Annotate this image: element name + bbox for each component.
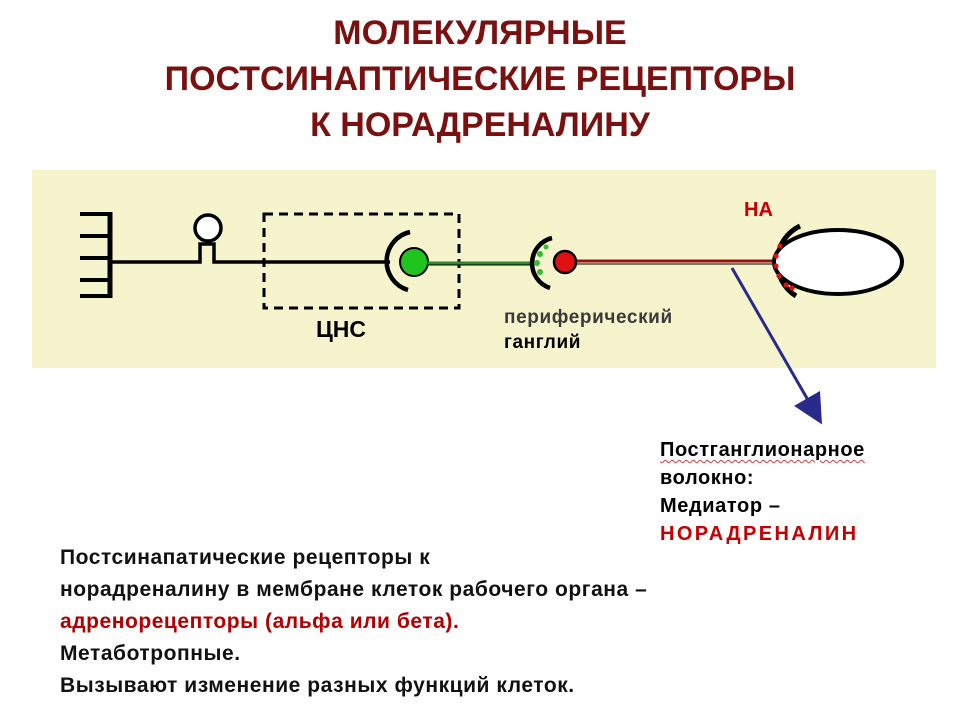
- annotation-arrow: [730, 267, 822, 425]
- ganglion-label-line-1: периферический: [504, 307, 673, 328]
- fiber-annotation-line-2: волокно:: [660, 467, 755, 489]
- receptor-comb: [80, 212, 113, 298]
- description-line-1: Постсинапатические рецепторы к: [60, 546, 431, 569]
- description-line-5: Вызывают изменение разных функций клеток…: [60, 674, 575, 697]
- effector-cell: [772, 223, 904, 299]
- ganglion-synapse: [529, 235, 578, 291]
- description-line-2: норадреналину в мембране клеток рабочего…: [60, 578, 648, 601]
- fiber-annotation-line-1: Постганглионарное: [660, 439, 865, 461]
- page-title: МОЛЕКУЛЯРНЫЕ ПОСТСИНАПТИЧЕСКИЕ РЕЦЕПТОРЫ…: [0, 10, 960, 148]
- ganglion-label: периферический ганглий: [504, 305, 673, 355]
- sensory-neuron-body: [193, 213, 223, 243]
- title-line-1: МОЛЕКУЛЯРНЫЕ: [333, 14, 627, 52]
- fiber-annotation: Постганглионарное волокно: Медиатор – НО…: [660, 436, 865, 548]
- description-line-4: Метаботропные.: [60, 642, 241, 665]
- afferent-fiber: [110, 213, 390, 264]
- fiber-annotation-line-4: НОРАДРЕНАЛИН: [660, 523, 859, 545]
- description-line-3: адренорецепторы (альфа или бета).: [60, 610, 460, 633]
- title-line-3: К НОРАДРЕНАЛИНУ: [310, 106, 650, 144]
- cns-box: [262, 212, 461, 310]
- cns-synapse: [384, 229, 429, 293]
- mediator-label: НА: [744, 199, 773, 221]
- ganglion-label-line-2: ганглий: [504, 332, 582, 353]
- title-line-2: ПОСТСИНАПТИЧЕСКИЕ РЕЦЕПТОРЫ: [164, 60, 796, 98]
- fiber-annotation-line-3: Медиатор –: [660, 495, 781, 517]
- description-text: Постсинапатические рецепторы к норадрена…: [60, 542, 940, 702]
- cns-label: ЦНС: [316, 316, 367, 342]
